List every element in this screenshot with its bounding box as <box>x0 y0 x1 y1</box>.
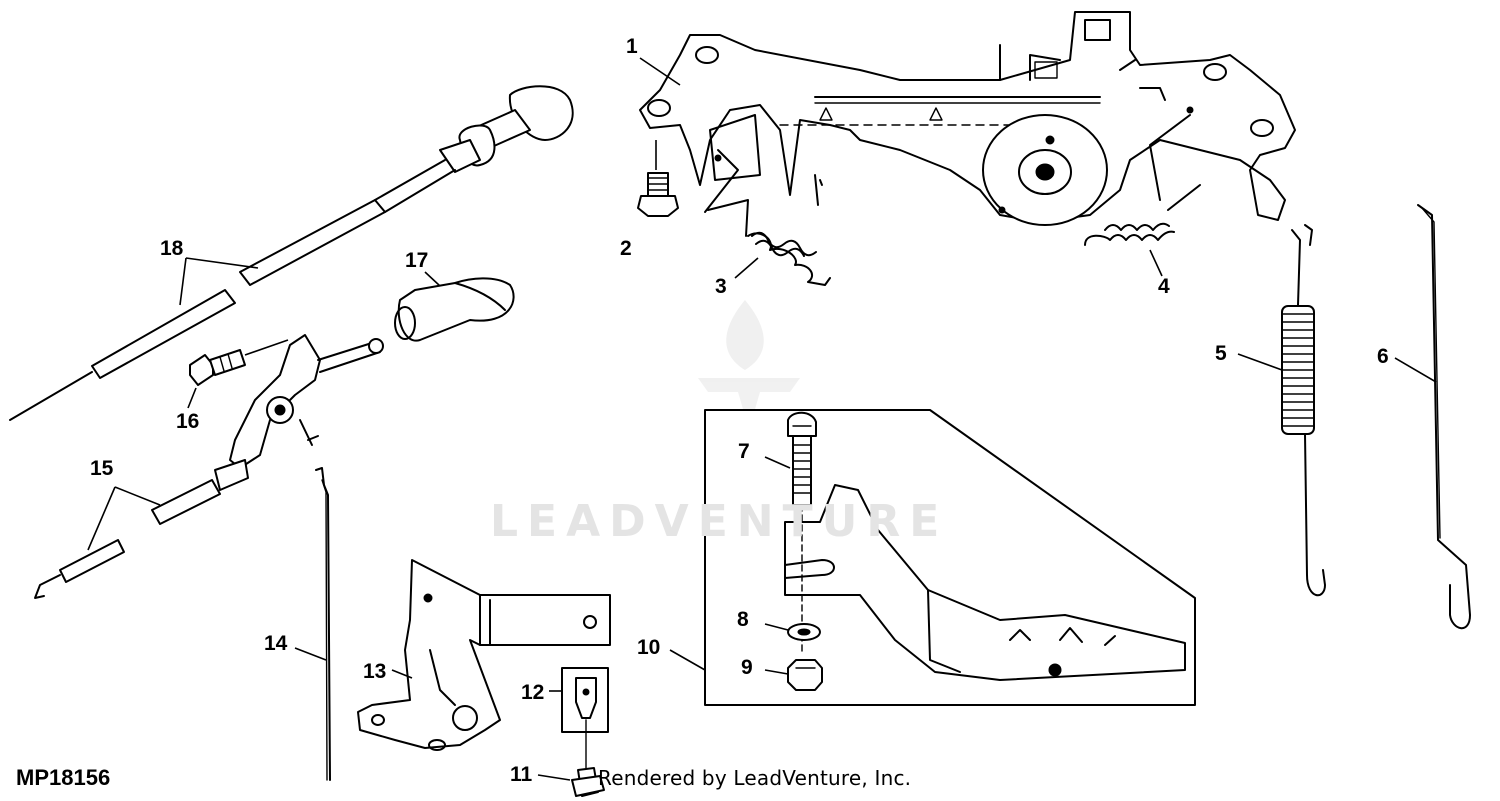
callout-8: 8 <box>737 608 749 631</box>
callout-13: 13 <box>363 660 387 683</box>
callout-18: 18 <box>160 237 184 260</box>
callout-16: 16 <box>176 410 200 433</box>
part-5-extension-spring <box>1281 224 1326 597</box>
callout-14: 14 <box>264 632 288 655</box>
callout-2: 2 <box>620 237 632 260</box>
part-4-spring <box>1084 114 1201 246</box>
part-10-bracket-assembly <box>669 409 1196 706</box>
render-credit: Rendered by LeadVenture, Inc. <box>598 766 912 790</box>
part-2-hex-bolt <box>637 140 679 217</box>
callout-12: 12 <box>521 681 545 704</box>
leader-part-3 <box>734 257 759 279</box>
callout-4: 4 <box>1158 275 1170 298</box>
part-12-clip <box>549 667 609 771</box>
callout-5: 5 <box>1215 342 1227 365</box>
callout-9: 9 <box>741 656 753 679</box>
callout-15: 15 <box>90 457 114 480</box>
callout-10: 10 <box>637 636 661 659</box>
leader-part-1 <box>639 57 681 86</box>
part-6-control-rod <box>1417 204 1471 630</box>
callout-17: 17 <box>405 249 429 272</box>
part-13-lever-bracket <box>357 559 611 751</box>
part-16-bolt <box>187 339 289 409</box>
part-18-choke-cable <box>9 85 574 421</box>
watermark-logo <box>698 300 800 430</box>
callout-6: 6 <box>1377 345 1389 368</box>
part-3-spring <box>704 149 831 286</box>
callout-7: 7 <box>738 440 750 463</box>
leader-part-4 <box>1149 249 1163 277</box>
part-1-control-bracket <box>639 11 1296 226</box>
watermark-text: LEADVENTURE <box>490 496 949 547</box>
leader-part-5 <box>1237 353 1283 371</box>
part-15-throttle-cable-assembly <box>34 334 384 599</box>
callout-11: 11 <box>510 763 533 786</box>
leader-part-6 <box>1394 357 1437 383</box>
part-14-rod <box>294 467 331 781</box>
part-17-grip <box>394 271 515 342</box>
callout-3: 3 <box>715 275 727 298</box>
part-11-screw <box>537 767 605 797</box>
figure-id: MP18156 <box>16 765 111 790</box>
callout-1: 1 <box>626 35 638 58</box>
